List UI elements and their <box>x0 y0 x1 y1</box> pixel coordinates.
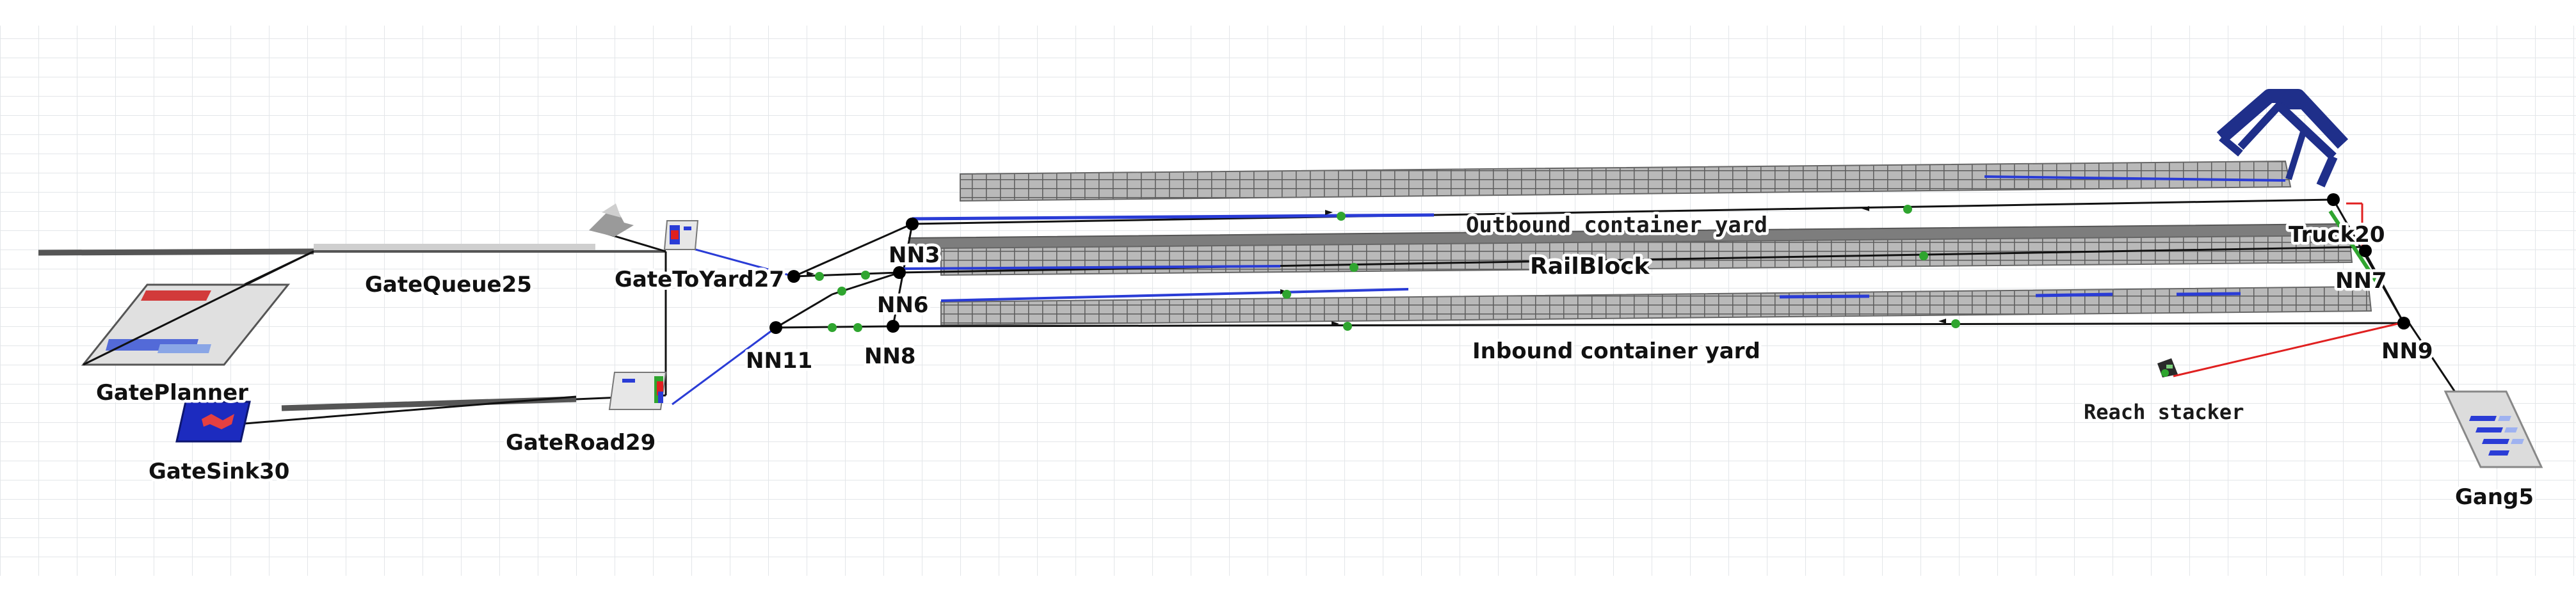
label-nn7: NN7 <box>2335 268 2387 294</box>
gang-icon[interactable] <box>2443 390 2543 468</box>
label-gate-queue: GateQueue25 <box>365 272 532 298</box>
label-nn3: NN3 <box>889 242 940 268</box>
planner-icon[interactable] <box>81 250 314 366</box>
label-gang: Gang5 <box>2455 484 2534 510</box>
node-truck[interactable] <box>2327 193 2340 206</box>
label-nn8: NN8 <box>864 344 916 369</box>
network-nodes[interactable] <box>769 193 2410 334</box>
label-nn9: NN9 <box>2381 338 2433 364</box>
label-rail-block: RailBlock <box>1530 253 1650 280</box>
node-nn7[interactable] <box>2359 244 2372 257</box>
label-truck: Truck20 <box>2289 222 2385 248</box>
label-inbound-yard: Inbound container yard <box>1472 338 1760 364</box>
reach-stacker-icon[interactable] <box>2157 358 2178 377</box>
label-gate-sink: GateSink30 <box>149 459 289 484</box>
label-nn6: NN6 <box>877 292 929 318</box>
gantry-crane-icon[interactable] <box>2216 89 2349 187</box>
label-nn11: NN11 <box>746 348 812 374</box>
label-outbound-yard: Outbound container yard <box>1466 212 1767 238</box>
node-nn11[interactable] <box>769 321 782 334</box>
gatetoyard-icon[interactable] <box>663 220 699 250</box>
node-nn9[interactable] <box>2397 317 2410 329</box>
gate-queue-object[interactable] <box>589 203 634 237</box>
label-reach-stacker: Reach stacker <box>2084 400 2244 424</box>
outbound-yard-block[interactable] <box>960 160 2292 202</box>
node-nn6[interactable] <box>893 266 906 279</box>
label-gate-planner: GatePlanner <box>96 380 248 406</box>
object-labels: GatePlanner GateSink30 GateQueue25 GateR… <box>93 210 2537 513</box>
node-nn8[interactable] <box>887 320 899 333</box>
control-points <box>815 205 1960 332</box>
node-nn3[interactable] <box>906 218 919 230</box>
inbound-yard-block[interactable] <box>940 285 2372 326</box>
label-gate-road: GateRoad29 <box>506 430 656 456</box>
node-gatetoyard[interactable] <box>787 270 800 283</box>
label-gate-to-yard: GateToYard27 <box>615 267 784 292</box>
gateroad-icon[interactable] <box>608 372 667 410</box>
sink-icon[interactable] <box>175 401 251 443</box>
